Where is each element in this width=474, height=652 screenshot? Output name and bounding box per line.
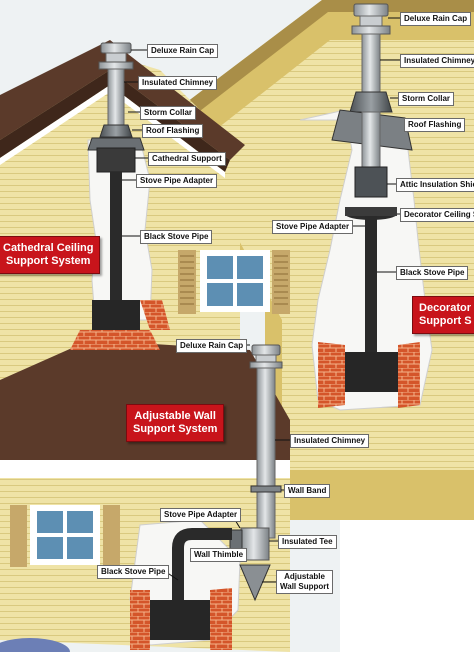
label-decorator-ceiling-support: Decorator Ceiling S	[400, 208, 474, 222]
label-wall-insulated-tee: Insulated Tee	[278, 535, 337, 549]
chimney-cathedral	[70, 42, 170, 350]
label-wall-stove-pipe-adapter: Stove Pipe Adapter	[160, 508, 242, 522]
banner-adjustable-wall-system: Adjustable Wall Support System	[126, 404, 225, 442]
banner-cathedral-line1: Cathedral Ceiling	[3, 242, 94, 254]
banner-decorator-line1: Decorator	[419, 302, 471, 314]
label-decorator-insulated-chimney: Insulated Chimney	[400, 54, 474, 68]
label-cathedral-black-stove-pipe: Black Stove Pipe	[140, 230, 213, 244]
label-decorator-black-stove-pipe: Black Stove Pipe	[396, 266, 469, 280]
label-cathedral-storm-collar: Storm Collar	[140, 106, 197, 120]
label-decorator-roof-flashing: Roof Flashing	[404, 118, 466, 132]
label-decorator-attic-shield: Attic Insulation Shield	[396, 178, 474, 192]
label-wall-insulated-chimney: Insulated Chimney	[290, 434, 370, 448]
label-decorator-stove-pipe-adapter: Stove Pipe Adapter	[272, 220, 354, 234]
label-wall-wall-thimble: Wall Thimble	[190, 548, 248, 562]
label-cathedral-support: Cathedral Support	[148, 152, 226, 166]
banner-decorator-system: Decorator Support S	[412, 296, 474, 334]
banner-wall-line1: Adjustable Wall	[134, 410, 216, 422]
blank-area	[340, 520, 474, 652]
banner-cathedral-line2: Support System	[6, 255, 91, 267]
banner-decorator-line2: Support S	[419, 315, 472, 327]
label-decorator-storm-collar: Storm Collar	[398, 92, 455, 106]
banner-wall-line2: Support System	[133, 423, 218, 435]
banner-cathedral-system: Cathedral Ceiling Support System	[0, 236, 101, 274]
label-cathedral-rain-cap: Deluxe Rain Cap	[147, 44, 219, 58]
label-cathedral-roof-flashing: Roof Flashing	[142, 124, 204, 138]
label-wall-adjustable-support: Adjustable Wall Support	[276, 570, 334, 594]
leader-lines	[122, 17, 400, 583]
label-wall-adjustable-support-line2: Wall Support	[280, 582, 330, 591]
label-cathedral-insulated-chimney: Insulated Chimney	[138, 76, 218, 90]
label-decorator-rain-cap: Deluxe Rain Cap	[400, 12, 472, 26]
label-cathedral-stove-pipe-adapter: Stove Pipe Adapter	[136, 174, 218, 188]
chimney-decorator	[318, 3, 420, 408]
label-wall-wall-band: Wall Band	[284, 484, 331, 498]
label-wall-black-stove-pipe: Black Stove Pipe	[97, 565, 170, 579]
label-wall-adjustable-support-line1: Adjustable	[284, 572, 325, 581]
label-wall-rain-cap: Deluxe Rain Cap	[176, 339, 248, 353]
